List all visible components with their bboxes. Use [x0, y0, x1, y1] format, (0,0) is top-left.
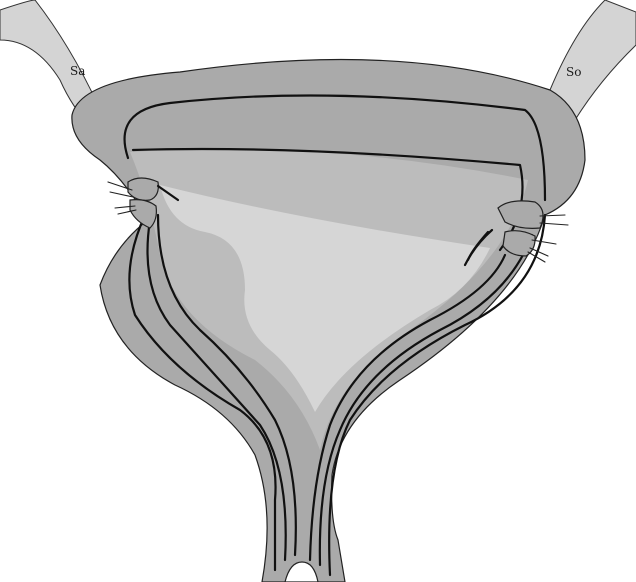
- left-tube-label: Sa: [70, 64, 85, 78]
- right-tube-label: So: [566, 65, 581, 79]
